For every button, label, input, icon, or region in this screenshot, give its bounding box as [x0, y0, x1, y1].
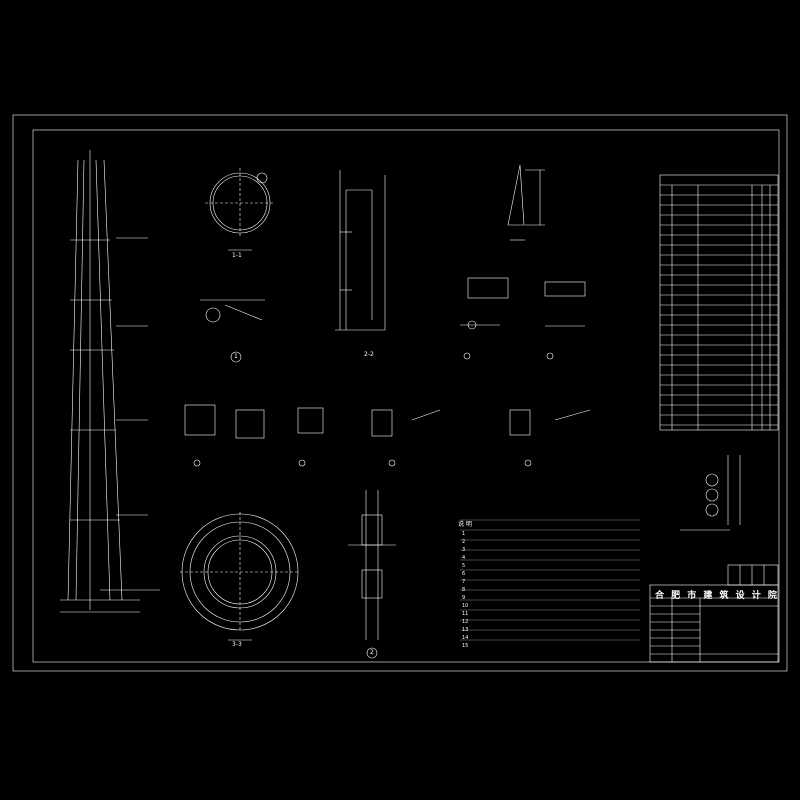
note-line: 14	[462, 635, 469, 641]
note-line: 9	[462, 595, 466, 601]
materials-table	[659, 174, 779, 431]
detail-2	[348, 490, 396, 659]
plate-details	[460, 277, 586, 360]
section-1-1-label: 1-1	[232, 252, 242, 259]
note-line: 8	[462, 587, 466, 593]
section-3-3-label: 3-3	[232, 641, 242, 648]
note-line: 2	[462, 539, 466, 545]
tower-elevation	[60, 150, 160, 613]
detail-1-label: 1	[234, 353, 238, 360]
section-2-2	[335, 170, 386, 331]
note-line: 15	[462, 643, 469, 649]
section-3-3	[180, 512, 300, 641]
note-line: 12	[462, 619, 469, 625]
note-line: 4	[462, 555, 466, 561]
section-1-1	[205, 168, 275, 251]
notes-area	[460, 519, 640, 641]
company-name: 合 肥 市 建 筑 设 计 院	[655, 591, 779, 601]
note-line: 10	[462, 603, 469, 609]
outer-frame	[12, 114, 788, 672]
note-line: 5	[462, 563, 466, 569]
note-line: 3	[462, 547, 466, 553]
detail-1	[200, 299, 265, 363]
detail-row	[184, 404, 591, 467]
connection-detail	[680, 455, 741, 531]
inner-frame	[32, 129, 780, 663]
note-line: 1	[462, 531, 466, 537]
materials-table-rows	[660, 204, 778, 426]
note-line: 11	[462, 611, 469, 617]
detail-2-label: 2	[370, 649, 374, 656]
cone-detail	[507, 164, 545, 241]
title-block	[649, 564, 779, 663]
notes-heading: 说 明	[458, 521, 472, 528]
section-2-2-label: 2-2	[364, 351, 374, 358]
note-line: 13	[462, 627, 469, 633]
note-line: 7	[462, 579, 466, 585]
note-line: 6	[462, 571, 466, 577]
